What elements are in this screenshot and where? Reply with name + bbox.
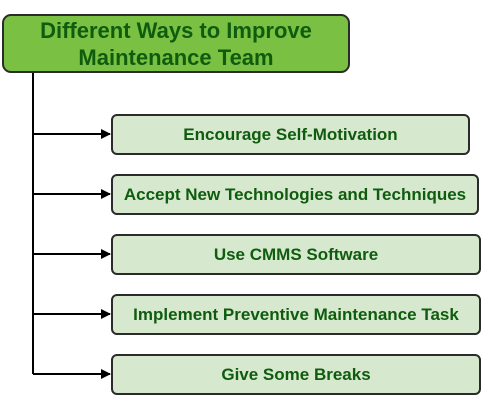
item-label: Implement Preventive Maintenance Task — [133, 304, 459, 324]
item-label: Encourage Self-Motivation — [183, 124, 398, 144]
item-node-2: Accept New Technologies and Techniques — [111, 174, 479, 215]
item-label: Give Some Breaks — [221, 364, 371, 384]
root-title-line-1: Different Ways to Improve — [40, 17, 312, 43]
item-label: Use CMMS Software — [213, 244, 379, 264]
root-title-line-2: Maintenance Team — [78, 44, 274, 70]
root-node: Different Ways to Improve Maintenance Te… — [2, 14, 350, 73]
item-node-1: Encourage Self-Motivation — [111, 114, 470, 155]
item-node-3: Use CMMS Software — [111, 234, 481, 275]
item-node-4: Implement Preventive Maintenance Task — [111, 294, 481, 335]
item-node-5: Give Some Breaks — [111, 354, 481, 395]
item-label: Accept New Technologies and Techniques — [123, 184, 467, 204]
